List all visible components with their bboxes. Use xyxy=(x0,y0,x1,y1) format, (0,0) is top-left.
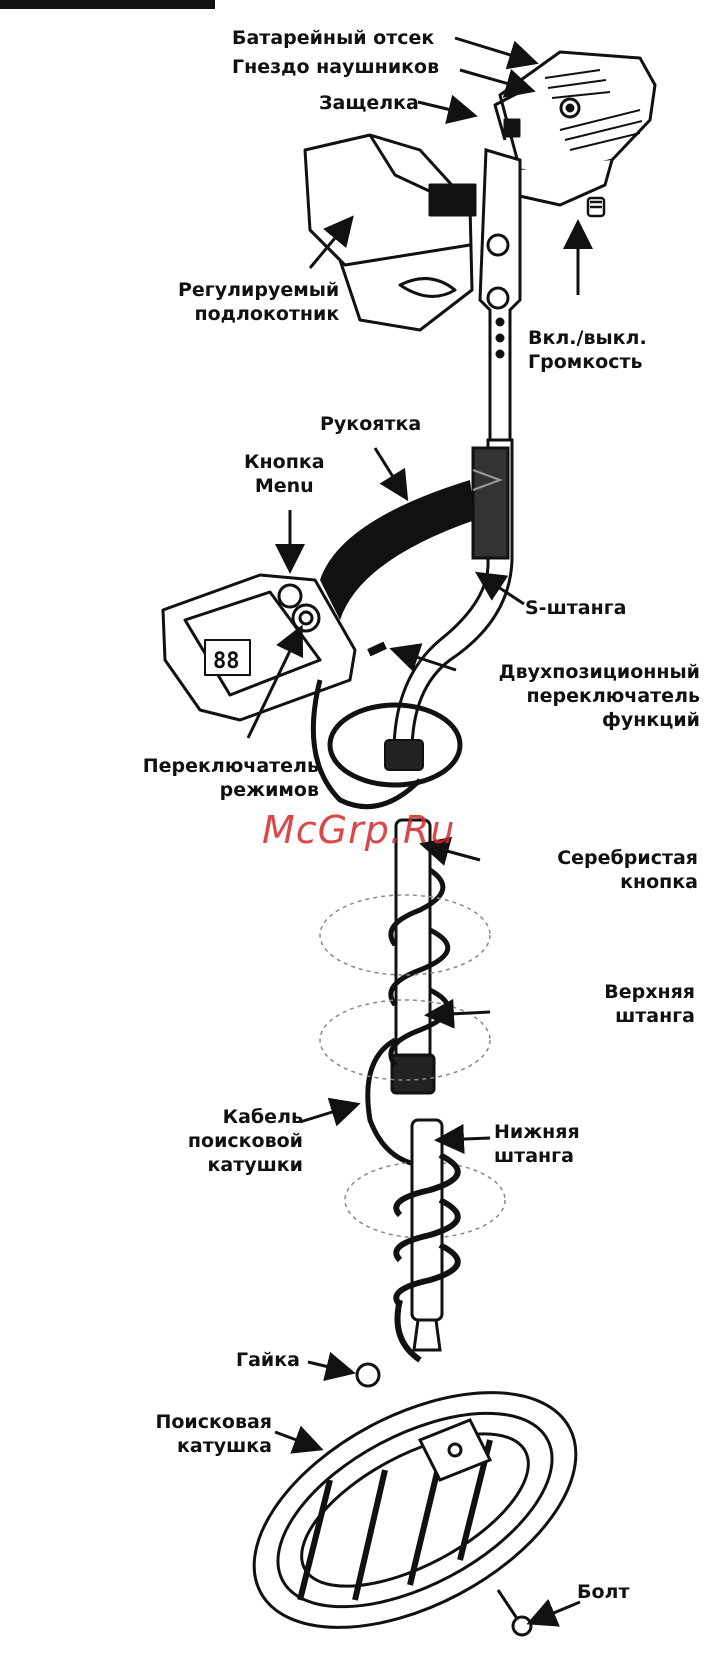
bolt xyxy=(498,1590,531,1635)
shaft-connector xyxy=(385,740,423,770)
upper-shaft xyxy=(392,820,434,1093)
volume-knob xyxy=(588,198,604,216)
grip-label: Рукоятка xyxy=(320,412,421,436)
headphones-label: Гнездо наушников xyxy=(232,55,439,79)
main-shaft-upper xyxy=(480,150,520,440)
control-box: 88 xyxy=(163,575,355,720)
s-shaft-label: S-штанга xyxy=(525,596,626,620)
watermark: McGrp.Ru xyxy=(262,808,455,852)
handle-strap xyxy=(320,480,475,620)
battery-label: Батарейный отсек xyxy=(232,26,434,50)
nut xyxy=(357,1364,379,1386)
power-label: Вкл./выкл.Громкость xyxy=(528,326,647,374)
nut-label: Гайка xyxy=(236,1348,300,1372)
svg-text:88: 88 xyxy=(213,649,240,674)
latch-label: Защелка xyxy=(319,91,419,115)
function-switch xyxy=(367,642,387,657)
header-bar xyxy=(0,0,215,9)
search-coil xyxy=(216,1344,614,1668)
bolt-label: Болт xyxy=(577,1580,629,1604)
